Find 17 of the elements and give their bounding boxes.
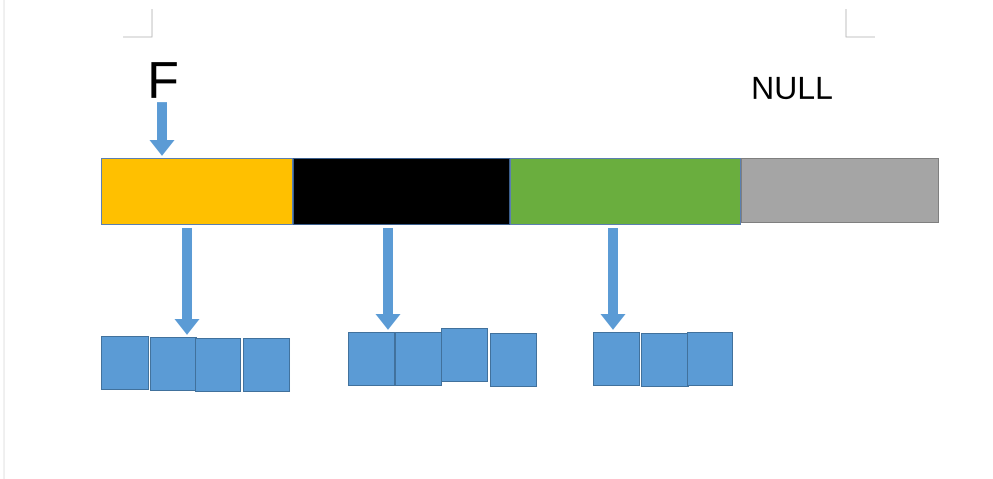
bar-segment bbox=[293, 158, 510, 225]
square-box bbox=[687, 332, 733, 386]
square-box bbox=[348, 332, 395, 386]
null-label: NULL bbox=[754, 76, 832, 100]
square-box bbox=[441, 328, 488, 382]
bar-segment bbox=[741, 158, 939, 223]
square-box bbox=[641, 333, 689, 387]
square-box bbox=[150, 337, 198, 391]
square-box bbox=[195, 338, 241, 392]
bar-segment bbox=[101, 158, 293, 225]
square-box bbox=[101, 336, 149, 390]
bar-segment bbox=[510, 158, 741, 225]
letter-label: F bbox=[151, 62, 177, 98]
square-box bbox=[243, 338, 290, 392]
square-box bbox=[593, 332, 640, 386]
square-box bbox=[395, 332, 442, 386]
square-box bbox=[490, 333, 537, 387]
